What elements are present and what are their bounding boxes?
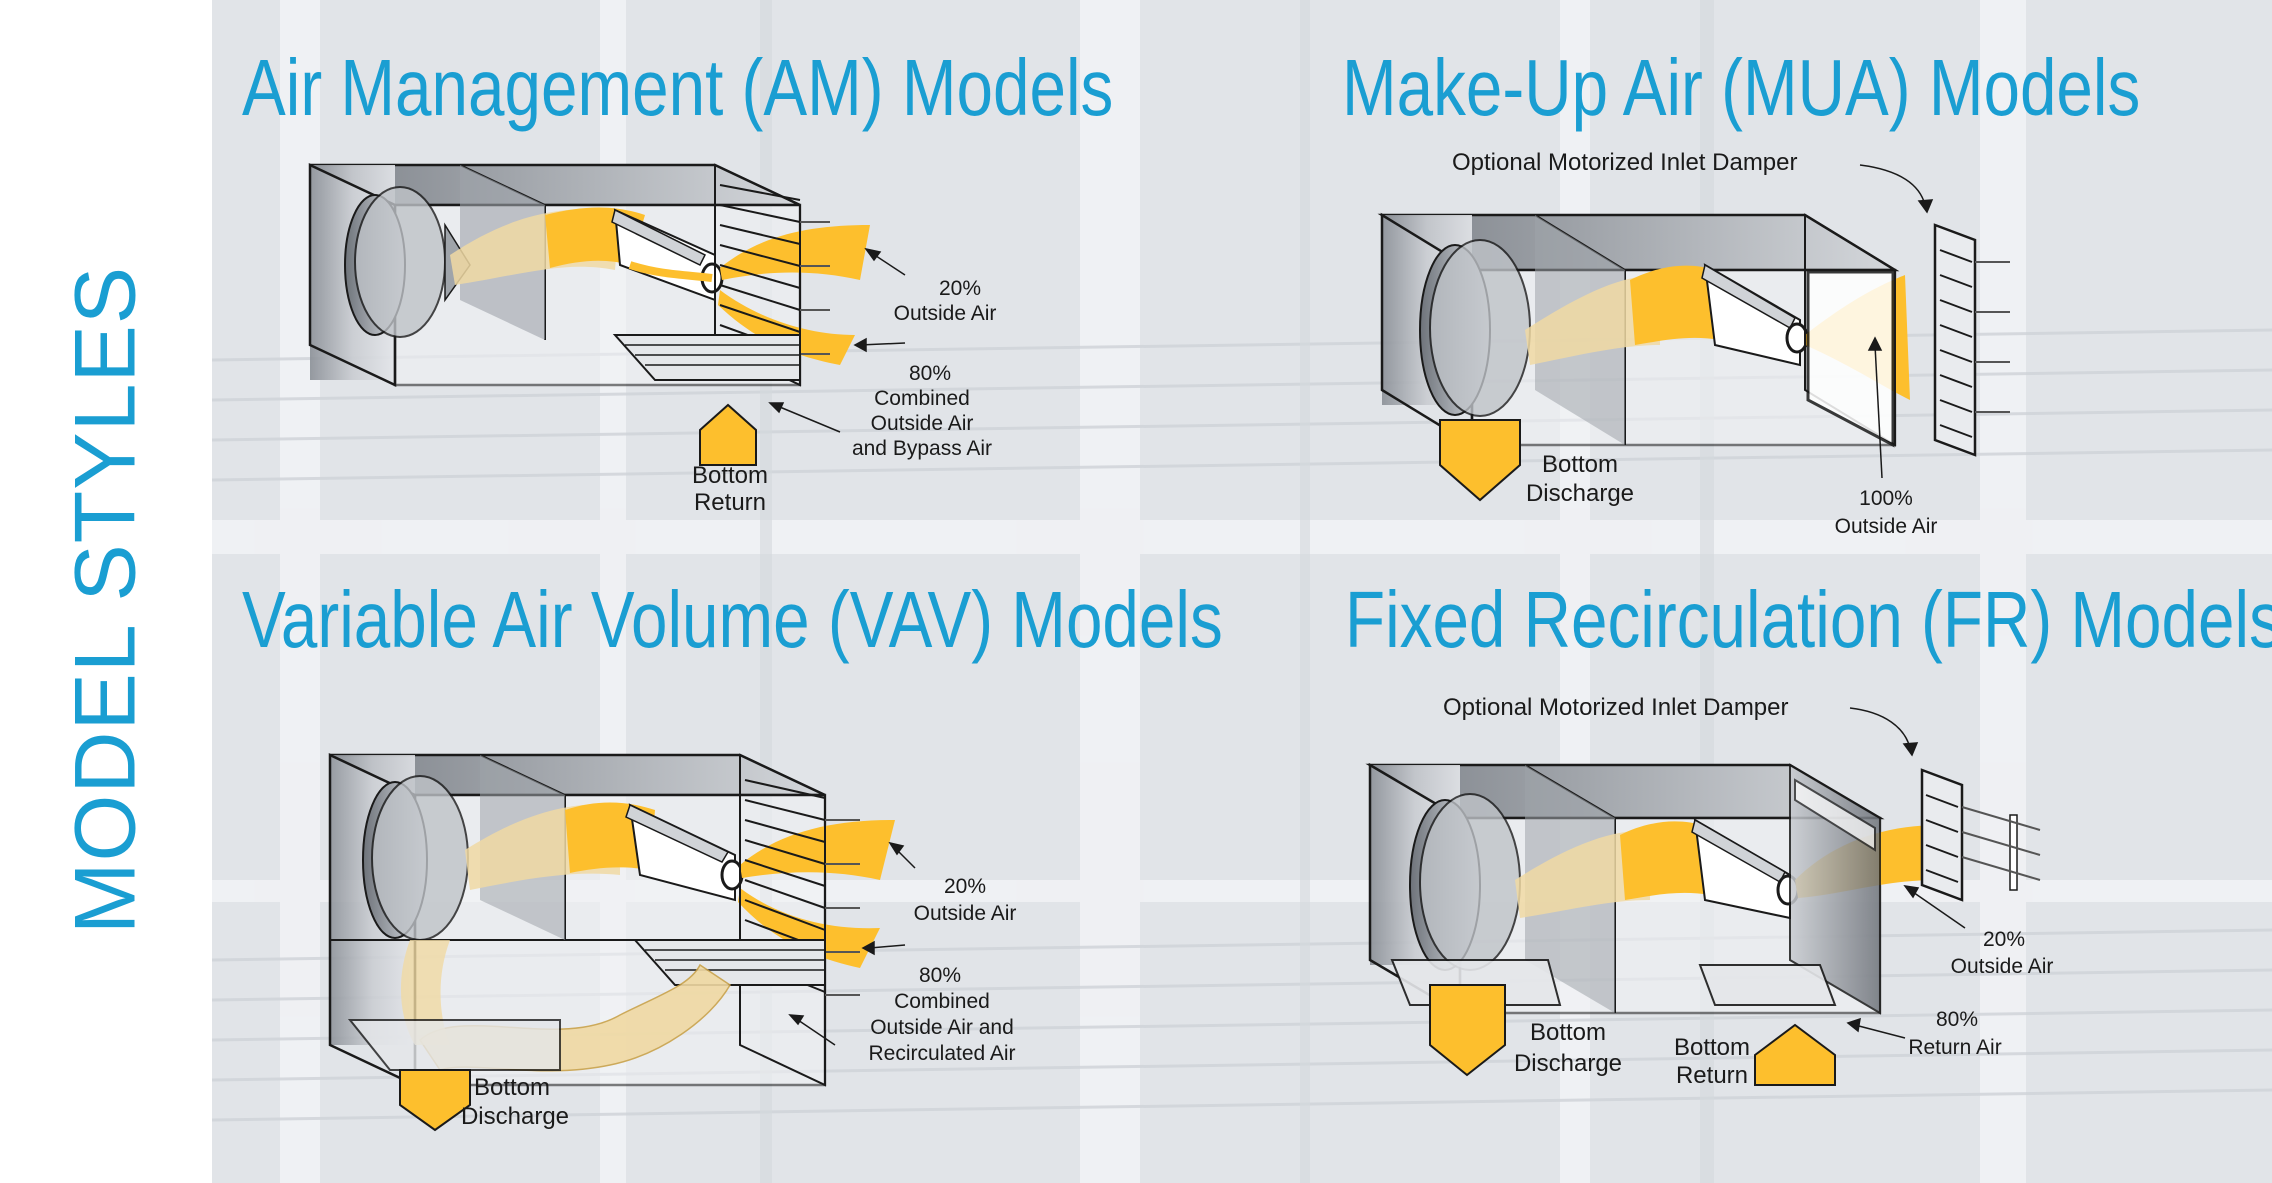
am-outside-label: Outside Air bbox=[894, 302, 997, 325]
mua-unit: Optional Motorized Inlet Damper Bottom D… bbox=[1377, 149, 2010, 538]
mua-discharge-l1: Bottom bbox=[1542, 451, 1618, 478]
fr-return-arrow bbox=[1754, 1023, 1836, 1086]
fr-return-l1: Bottom bbox=[1674, 1034, 1750, 1061]
mua-outside-pct: 100% bbox=[1859, 487, 1913, 510]
mua-discharge-l2: Discharge bbox=[1526, 480, 1634, 507]
am-title: Air Management (AM) Models bbox=[242, 43, 1114, 132]
fr-unit: Optional Motorized Inlet Damper 20% Outs… bbox=[1365, 694, 2054, 1089]
vav-combined-l1: Combined bbox=[894, 990, 990, 1013]
vav-discharge-l1: Bottom bbox=[474, 1074, 550, 1101]
fr-return-label: Return Air bbox=[1908, 1036, 2001, 1059]
am-combined-l2: Outside Air bbox=[871, 412, 974, 435]
fr-return-l2: Return bbox=[1676, 1062, 1748, 1089]
vav-combined-l3: Recirculated Air bbox=[868, 1042, 1015, 1065]
vav-unit: 20% Outside Air 80% Combined Outside Air… bbox=[328, 753, 1017, 1132]
fr-discharge-l2: Discharge bbox=[1514, 1050, 1622, 1077]
vav-outside-label: Outside Air bbox=[914, 902, 1017, 925]
am-combined-pct: 80% bbox=[909, 362, 951, 385]
am-return-l1: Bottom bbox=[692, 462, 768, 489]
am-unit: 20% Outside Air 80% Combined Outside Air… bbox=[308, 163, 997, 516]
fr-damper-label: Optional Motorized Inlet Damper bbox=[1443, 694, 1789, 721]
am-return-l2: Return bbox=[694, 489, 766, 516]
mua-title: Make-Up Air (MUA) Models bbox=[1342, 43, 2141, 132]
fr-outside-pct: 20% bbox=[1983, 928, 2025, 951]
fr-title: Fixed Recirculation (FR) Models bbox=[1345, 575, 2272, 664]
am-return-arrow bbox=[699, 403, 757, 466]
fr-discharge-l1: Bottom bbox=[1530, 1019, 1606, 1046]
vav-discharge-l2: Discharge bbox=[461, 1103, 569, 1130]
mua-discharge-arrow bbox=[1439, 419, 1521, 502]
vav-combined-l2: Outside Air and bbox=[870, 1016, 1014, 1039]
sidebar bbox=[0, 0, 212, 1183]
am-combined-l3: and Bypass Air bbox=[852, 437, 992, 460]
vav-combined-pct: 80% bbox=[919, 964, 961, 987]
fr-inlet-damper bbox=[1920, 768, 2041, 902]
am-combined-l1: Combined bbox=[874, 387, 970, 410]
fr-outside-label: Outside Air bbox=[1951, 955, 2054, 978]
am-outside-pct: 20% bbox=[939, 277, 981, 300]
vav-title: Variable Air Volume (VAV) Models bbox=[242, 575, 1223, 664]
mua-damper-label: Optional Motorized Inlet Damper bbox=[1452, 149, 1798, 176]
fr-discharge-arrow bbox=[1429, 984, 1506, 1077]
vav-discharge-arrow bbox=[399, 1069, 471, 1132]
vav-outside-pct: 20% bbox=[944, 875, 986, 898]
mua-outside-label: Outside Air bbox=[1835, 515, 1938, 538]
fr-return-pct: 80% bbox=[1936, 1008, 1978, 1031]
mua-inlet-damper bbox=[1933, 223, 2010, 457]
